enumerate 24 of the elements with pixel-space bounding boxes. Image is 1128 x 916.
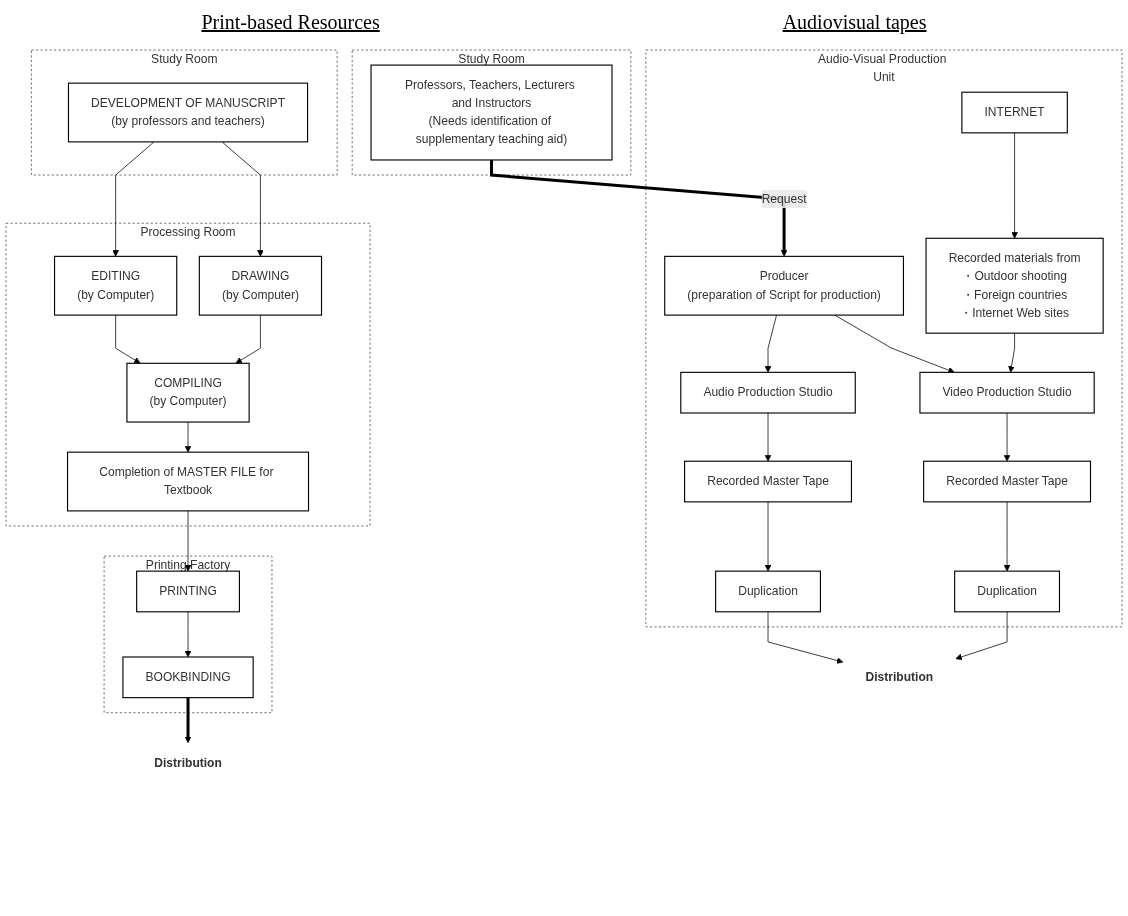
node-box: Completion of MASTER FILE for Textbook [66, 451, 310, 512]
node-box: INTERNET [961, 91, 1068, 134]
node-box: EDITING (by Computer) [54, 255, 178, 316]
arrow [490, 159, 788, 257]
edge-label: Request [761, 192, 807, 206]
node-box: Recorded materials from ・Outdoor shooting ・Foreign countries ・Internet Web sites [925, 237, 1104, 334]
section-heading: Audiovisual tapes [782, 10, 927, 34]
node-box: Video Production Studio [919, 371, 1095, 414]
node-box: DRAWING (by Computer) [198, 255, 323, 316]
section-heading: Print-based Resources [201, 10, 380, 34]
node-box: DEVELOPMENT OF MANUSCRIPT (by professors and teachers) [67, 82, 309, 143]
node-box: COMPILING (by Computer) [126, 362, 250, 423]
node-box: Professors, Teachers, Lecturers and Instructors (Needs identification of supplementary teaching aid) [370, 64, 613, 161]
node-text: Distribution [154, 756, 222, 770]
node-box: Audio Production Studio [680, 371, 856, 414]
arrow [184, 697, 192, 744]
node-box: Recorded Master Tape [923, 460, 1092, 503]
node-text: Distribution [865, 670, 934, 684]
node-box: Duplication [954, 570, 1061, 613]
node-box: PRINTING [136, 570, 240, 613]
node-box: Duplication [715, 570, 821, 613]
node-box: Producer (preparation of Script for production) [664, 255, 905, 316]
node-box: BOOKBINDING [122, 656, 254, 699]
node-box: Recorded Master Tape [684, 460, 852, 503]
